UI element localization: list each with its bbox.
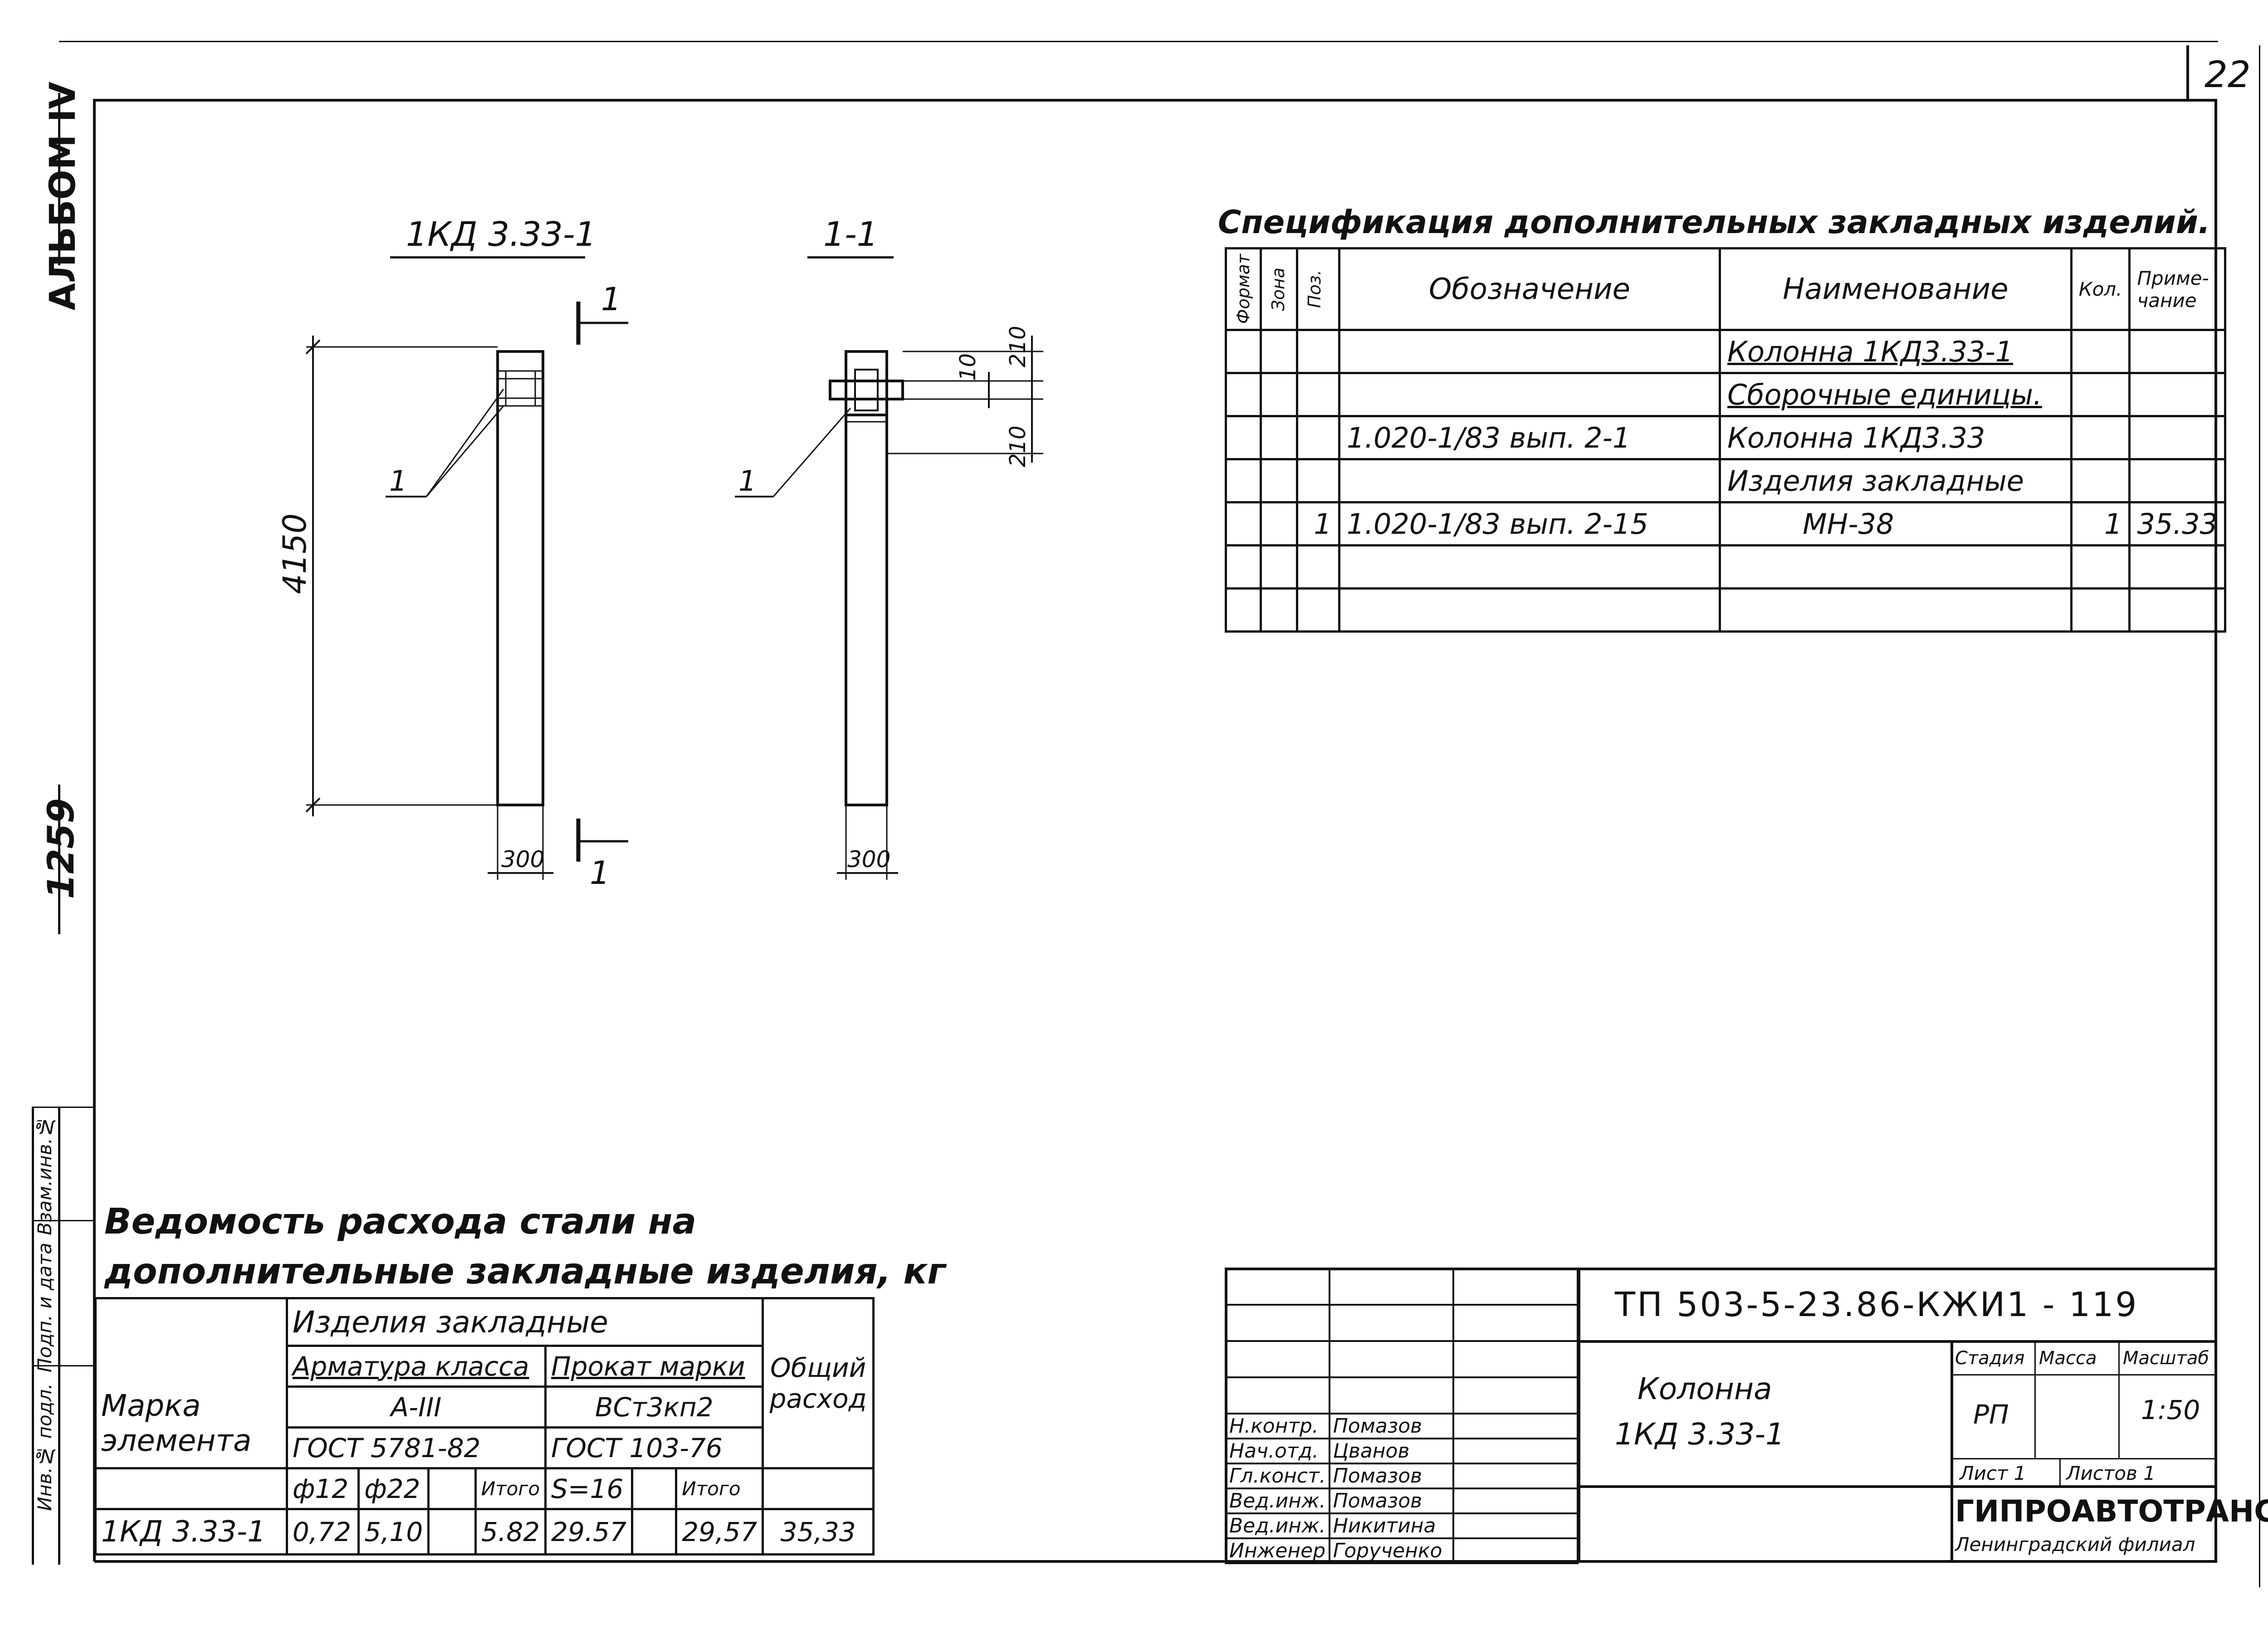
spec-row: 1 1.020-1/83 вып. 2-15 МН-38 1 35.33 bbox=[1225, 501, 2226, 546]
column-section bbox=[845, 350, 888, 806]
spec-row bbox=[1225, 544, 2226, 590]
dimension-10: 10 bbox=[955, 353, 981, 381]
sheets-label: Листов 1 bbox=[2066, 1462, 2156, 1484]
sheet-number: 22 bbox=[2204, 54, 2251, 96]
spec-header-zone: Зона bbox=[1260, 247, 1298, 331]
armatura-label: Арматура класса bbox=[285, 1345, 547, 1388]
drawing-name-line2: 1КД 3.33-1 bbox=[1615, 1417, 1785, 1452]
width-dimension-left: 300 bbox=[501, 846, 545, 873]
steel-row-mark: 1КД 3.33-1 bbox=[94, 1508, 288, 1556]
steel-marka-label: Марка элемента bbox=[94, 1297, 288, 1469]
drawing-name-line1: Колонна bbox=[1637, 1371, 1772, 1406]
prokat-gost: ГОСТ 103-76 bbox=[544, 1426, 764, 1469]
dimension-210-bottom: 210 bbox=[1005, 425, 1031, 467]
steel-row-total: 35,33 bbox=[762, 1508, 875, 1556]
sub-header: Итого bbox=[675, 1467, 764, 1510]
sub-header: S=16 bbox=[544, 1467, 634, 1510]
org-name: ГИПРОАВТОТРАНС bbox=[1955, 1494, 2268, 1529]
spec-header-pos: Поз. bbox=[1295, 247, 1340, 331]
signature-row: Н.контр.Помазов bbox=[1225, 1413, 1579, 1439]
signature-row: Нач.отд.Цванов bbox=[1225, 1438, 1579, 1464]
spec-title: Спецификация дополнительных закладных из… bbox=[1218, 204, 2210, 241]
spec-row: Сборочные единицы. bbox=[1225, 372, 2226, 417]
callout-right: 1 bbox=[738, 464, 757, 498]
org-branch: Ленинградский филиал bbox=[1955, 1533, 2195, 1556]
spec-header-format: Формат bbox=[1225, 247, 1262, 331]
sub-header: Итого bbox=[474, 1467, 547, 1510]
steel-row: 1КД 3.33-1 0,72 5,10 5.82 29.57 29,57 35… bbox=[94, 1508, 875, 1556]
sheet-label: Лист 1 bbox=[1960, 1462, 2026, 1484]
spec-header-designation: Обозначение bbox=[1338, 247, 1721, 331]
signature-row: Вед.инж.Никитина bbox=[1225, 1512, 1579, 1539]
spec-row bbox=[1225, 587, 2226, 633]
steel-title-line1: Ведомость расхода стали на bbox=[104, 1201, 697, 1242]
cut-label-bottom: 1 bbox=[590, 854, 610, 892]
steel-total-label: Общий расход bbox=[762, 1297, 875, 1469]
sub-header bbox=[427, 1467, 477, 1510]
spec-header-name: Наименование bbox=[1719, 247, 2072, 331]
mass-label: Масса bbox=[2039, 1348, 2097, 1369]
width-dimension-right: 300 bbox=[847, 846, 891, 873]
prokat-grade: ВСт3кп2 bbox=[544, 1385, 764, 1429]
signature-row: Вед.инж.Помазов bbox=[1225, 1488, 1579, 1514]
spec-header-qty: Кол. bbox=[2070, 247, 2131, 331]
cut-label-top: 1 bbox=[601, 281, 621, 318]
sub-header: ф12 bbox=[285, 1467, 360, 1510]
armatura-gost: ГОСТ 5781-82 bbox=[285, 1426, 547, 1469]
spec-header-note: Приме- чание bbox=[2128, 247, 2226, 331]
drawing-code: ТП 503-5-23.86-КЖИ1 - 119 bbox=[1615, 1285, 2139, 1324]
scale-label: Масштаб bbox=[2123, 1348, 2209, 1369]
sub-header bbox=[631, 1467, 678, 1510]
steel-table: Марка элемента Изделия закладные Общий р… bbox=[94, 1297, 875, 1556]
sub-header: ф22 bbox=[357, 1467, 430, 1510]
spec-row: 1.020-1/83 вып. 2-1 Колонна 1КД3.33 bbox=[1225, 415, 2226, 460]
stage-value: РП bbox=[1973, 1399, 2009, 1430]
prokat-label: Прокат марки bbox=[544, 1345, 764, 1388]
steel-title-line2: дополнительные закладные изделия, кг bbox=[104, 1251, 946, 1292]
column-elevation bbox=[496, 350, 544, 806]
spec-row: Изделия закладные bbox=[1225, 458, 2226, 503]
spec-table: Формат Зона Поз. Обозначение Наименовани… bbox=[1225, 247, 2226, 633]
scale-value: 1:50 bbox=[2141, 1395, 2200, 1425]
signature-grid: Н.контр.Помазов Нач.отд.Цванов Гл.конст.… bbox=[1225, 1268, 1579, 1564]
spec-row: Колонна 1КД3.33-1 bbox=[1225, 329, 2226, 374]
dimension-210-top: 210 bbox=[1005, 326, 1031, 367]
height-dimension: 4150 bbox=[276, 513, 313, 594]
steel-group-label: Изделия закладные bbox=[285, 1297, 764, 1347]
signature-row: Гл.конст.Помазов bbox=[1225, 1463, 1579, 1489]
callout-left: 1 bbox=[389, 464, 407, 498]
stage-label: Стадия bbox=[1955, 1348, 2025, 1369]
armatura-class: А-III bbox=[285, 1385, 547, 1429]
